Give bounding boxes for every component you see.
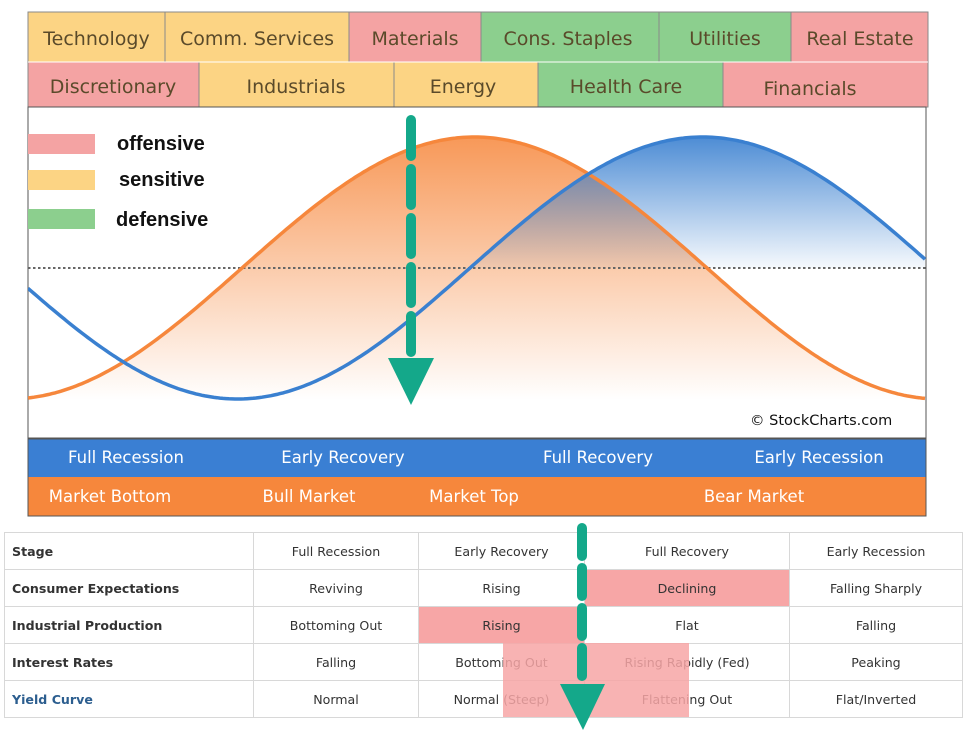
economy-cycle-curve <box>28 135 926 401</box>
market-stage-label: Market Top <box>429 487 519 506</box>
market-cycle-fill <box>28 137 926 400</box>
economy-cycle-fill <box>472 137 925 268</box>
sector-comm-services <box>164 11 350 63</box>
sector-health-care <box>537 61 724 108</box>
legend-swatch-defensive <box>28 209 95 229</box>
table-cell: Early Recession <box>789 532 963 570</box>
legend: offensive sensitive defensive <box>28 133 208 231</box>
legend-swatch-offensive <box>28 134 95 154</box>
current-position-arrow <box>388 115 434 405</box>
table-cell: Falling <box>253 643 419 681</box>
table-cell-highlighted: Rising <box>418 606 585 644</box>
market-stage-label: Bull Market <box>263 487 356 506</box>
table-row: Stage Full Recession Early Recovery Full… <box>4 532 963 570</box>
table-cell: Full Recovery <box>584 532 790 570</box>
table-cell: Bottoming Out <box>253 606 419 644</box>
table-cell: Peaking <box>789 643 963 681</box>
sector-label: Financials <box>763 78 856 100</box>
row-label-link[interactable]: Yield Curve <box>4 680 254 718</box>
table-cell: Flat/Inverted <box>789 680 963 718</box>
sector-real-estate <box>790 11 929 63</box>
sector-industrials <box>198 61 395 108</box>
table-row: Interest Rates Falling Bottoming Out Ris… <box>4 643 963 681</box>
table-cell: Falling Sharply <box>789 569 963 607</box>
table-row: Consumer Expectations Reviving Rising De… <box>4 569 963 607</box>
table-cell: Full Recession <box>253 532 419 570</box>
table-cell: Flattening Out <box>584 680 790 718</box>
sector-row-top: Technology Comm. Services Materials Cons… <box>27 11 929 63</box>
table-row: Industrial Production Bottoming Out Risi… <box>4 606 963 644</box>
sector-label: Health Care <box>570 76 682 98</box>
table-cell: Flat <box>584 606 790 644</box>
economic-cycle-table: Stage Full Recession Early Recovery Full… <box>4 532 963 718</box>
table-cell: Normal (Steep) <box>418 680 585 718</box>
table-cell: Early Recovery <box>418 532 585 570</box>
sector-cons-staples <box>480 11 660 63</box>
sector-label: Discretionary <box>50 76 176 98</box>
table-cell: Rising <box>418 569 585 607</box>
economy-stage-label: Full Recovery <box>543 448 653 467</box>
sector-label: Materials <box>371 28 458 50</box>
market-stage-band <box>28 477 926 516</box>
sector-utilities <box>658 11 792 63</box>
sector-financials <box>722 61 929 108</box>
sector-technology <box>27 11 166 63</box>
sector-label: Real Estate <box>806 28 913 50</box>
table-cell: Normal <box>253 680 419 718</box>
legend-label: defensive <box>116 209 208 231</box>
sector-label: Industrials <box>246 76 345 98</box>
sector-materials <box>348 11 482 63</box>
row-label: Industrial Production <box>4 606 254 644</box>
market-stage-label: Market Bottom <box>49 487 172 506</box>
sector-label: Technology <box>42 28 149 50</box>
economy-stage-band <box>28 439 926 477</box>
table-cell: Bottoming Out <box>418 643 585 681</box>
table-row: Yield Curve Normal Normal (Steep) Flatte… <box>4 680 963 718</box>
legend-label: offensive <box>117 133 205 155</box>
economy-stage-label: Early Recovery <box>281 448 405 467</box>
sector-row-bottom: Discretionary Industrials Energy Health … <box>27 61 929 108</box>
row-label: Stage <box>4 532 254 570</box>
sector-label: Comm. Services <box>180 28 334 50</box>
table-cell: Rising Rapidly (Fed) <box>584 643 790 681</box>
sector-rotation-diagram: Technology Comm. Services Materials Cons… <box>27 11 929 517</box>
legend-label: sensitive <box>119 169 205 191</box>
table-cell: Falling <box>789 606 963 644</box>
table-cell: Reviving <box>253 569 419 607</box>
sector-label: Cons. Staples <box>504 28 633 50</box>
legend-swatch-sensitive <box>28 170 95 190</box>
market-stage-label: Bear Market <box>704 487 805 506</box>
sector-label: Energy <box>430 76 497 98</box>
table-cell-highlighted: Declining <box>584 569 790 607</box>
economy-stage-label: Full Recession <box>68 448 184 467</box>
row-label: Interest Rates <box>4 643 254 681</box>
credit-text: © StockCharts.com <box>750 413 892 429</box>
sector-label: Utilities <box>689 28 761 50</box>
economy-stage-label: Early Recession <box>754 448 883 467</box>
row-label: Consumer Expectations <box>4 569 254 607</box>
market-cycle-curve <box>28 135 926 401</box>
